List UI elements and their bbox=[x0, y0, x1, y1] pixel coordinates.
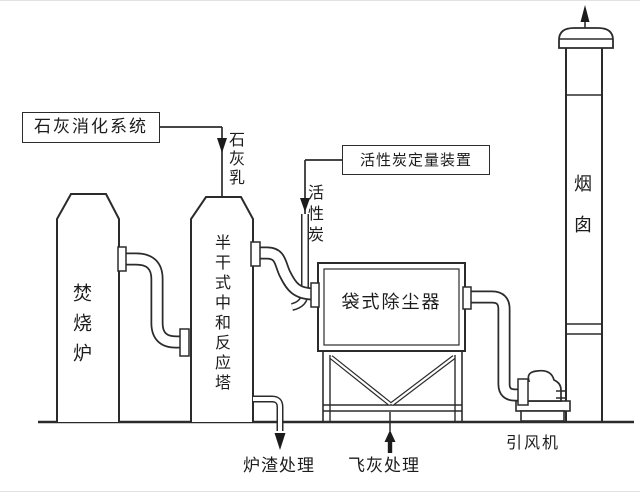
tower-inlet-flange bbox=[179, 328, 190, 357]
lime-milk-line bbox=[160, 126, 227, 197]
carbon-dosing-device-label: 活性炭定量装置 bbox=[359, 150, 472, 169]
lime-digestion-system-label-box: 石灰消化系统 bbox=[22, 112, 160, 143]
lime-digestion-system-label: 石灰消化系统 bbox=[34, 117, 148, 137]
tower-outlet-flange bbox=[250, 241, 261, 267]
bagfilter-inlet-flange bbox=[310, 282, 320, 308]
id-fan bbox=[515, 369, 571, 422]
lime-flow-arrow-icon bbox=[217, 138, 227, 153]
chimney-stack bbox=[558, 27, 614, 421]
incinerator-label: 焚烧炉 bbox=[70, 283, 92, 373]
chimney-label: 烟囱 bbox=[571, 174, 592, 256]
carbon-dosing-device-label-box: 活性炭定量装置 bbox=[342, 145, 490, 175]
incinerator-to-tower-duct bbox=[124, 252, 184, 349]
flyash-up-arrow-icon bbox=[384, 430, 396, 442]
bottom-border-line bbox=[0, 491, 640, 492]
slag-treatment-label: 炉渣处理 bbox=[243, 456, 315, 476]
exhaust-up-arrow-icon bbox=[580, 5, 590, 28]
bag-filter-label: 袋式除尘器 bbox=[341, 292, 442, 313]
fan-inlet-flange bbox=[517, 378, 529, 406]
bagfilter-outlet-flange bbox=[462, 286, 472, 310]
fly-ash-treatment-label: 飞灰处理 bbox=[348, 456, 420, 476]
slag-drain-pipe bbox=[253, 395, 286, 450]
fly-ash-callout-arrow bbox=[384, 412, 396, 453]
bagfilter-to-fan-duct bbox=[468, 290, 521, 402]
carbon-flow-arrow-icon bbox=[300, 198, 310, 212]
id-fan-label: 引风机 bbox=[506, 433, 561, 452]
reaction-tower-label: 半干式中和反应塔 bbox=[212, 234, 231, 394]
tower-to-bagfilter-duct bbox=[258, 246, 315, 301]
chimney-cap bbox=[558, 27, 614, 49]
incinerator-outlet-flange bbox=[117, 246, 127, 272]
lime-milk-label: 石灰乳 bbox=[226, 131, 245, 188]
bag-filter-support-frame bbox=[322, 351, 463, 421]
activated-carbon-label: 活性炭 bbox=[305, 184, 324, 247]
slag-down-arrow-icon bbox=[274, 433, 286, 450]
bag-filter-housing bbox=[317, 262, 466, 352]
top-border-line bbox=[0, 0, 640, 1]
pipe-flanges bbox=[117, 241, 529, 406]
